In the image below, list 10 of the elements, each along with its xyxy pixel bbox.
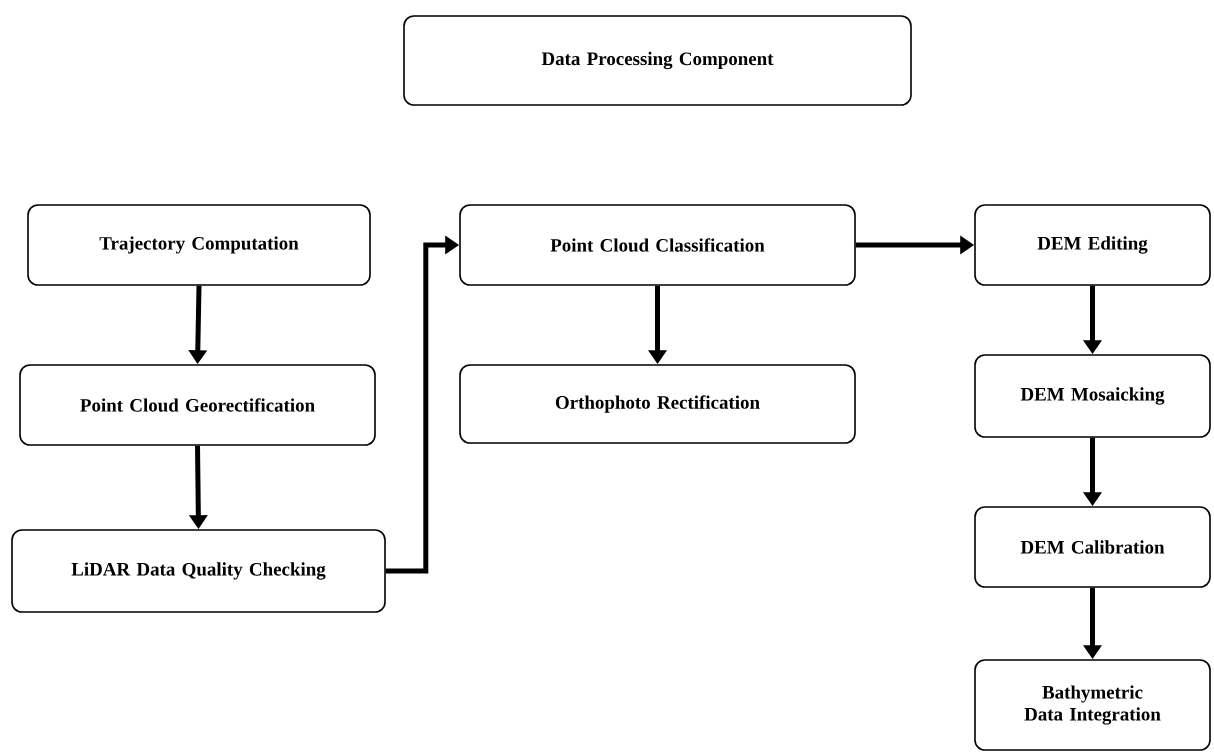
process-box: Point Cloud Classification xyxy=(459,204,856,286)
process-box: Point Cloud Georectification xyxy=(19,364,376,446)
process-box: Orthophoto Rectification xyxy=(459,364,856,444)
title-box: Data Processing Component xyxy=(403,15,912,106)
process-box: DEM Editing xyxy=(974,204,1211,286)
process-box: Trajectory Computation xyxy=(27,204,371,286)
process-box: DEM Calibration xyxy=(974,506,1211,588)
process-box: LiDAR Data Quality Checking xyxy=(11,529,386,613)
process-box: DEM Mosaicking xyxy=(974,354,1211,438)
process-box: Bathymetric Data Integration xyxy=(974,659,1211,751)
